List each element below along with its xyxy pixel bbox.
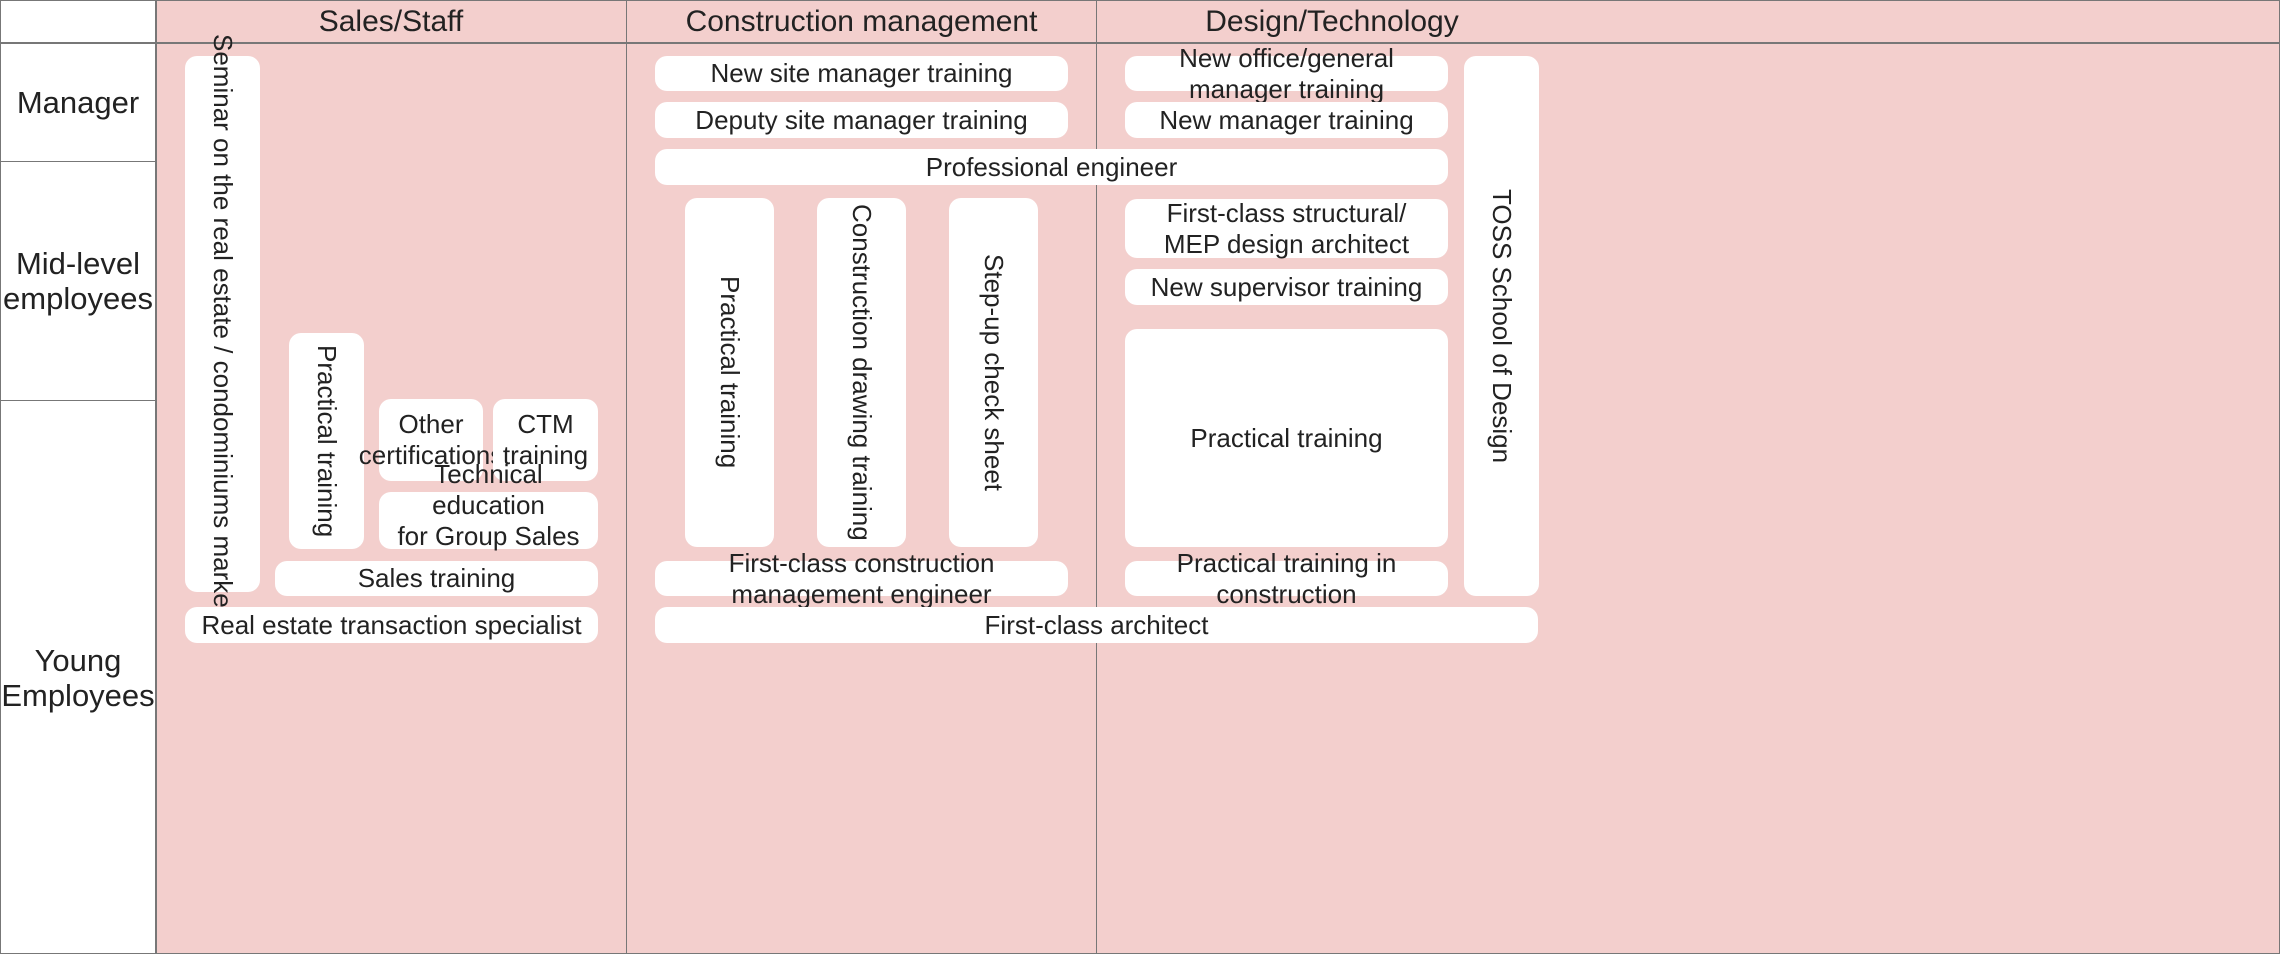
border-top bbox=[0, 0, 2280, 1]
first-class-architect-label: First-class architect bbox=[984, 609, 1209, 640]
row-header-young: Young Employees bbox=[0, 401, 156, 954]
real-estate-specialist-label: Real estate transaction specialist bbox=[201, 609, 582, 640]
row-divider-2 bbox=[0, 400, 156, 401]
seminar-label: Seminar on the real estate / condominium… bbox=[208, 33, 238, 615]
new-supervisor-box: New supervisor training bbox=[1125, 269, 1448, 305]
new-manager-label: New manager training bbox=[1159, 104, 1414, 135]
row-divider-1 bbox=[0, 161, 156, 162]
drawing-training-box: Construction drawing training bbox=[817, 198, 906, 547]
structural-mep-label: First-class structural/ MEP design archi… bbox=[1163, 197, 1410, 259]
column-divider-2 bbox=[1096, 0, 1097, 954]
other-certifications-box: Other certifications bbox=[359, 399, 503, 481]
professional-engineer-label: Professional engineer bbox=[925, 151, 1178, 182]
construction-practical-label: Practical training bbox=[715, 276, 745, 469]
new-site-manager-label: New site manager training bbox=[710, 58, 1013, 88]
new-manager-box: New manager training bbox=[1125, 102, 1448, 138]
new-office-manager-label: New office/general manager training bbox=[1179, 42, 1394, 104]
other-certifications-label: Other certifications bbox=[358, 409, 504, 470]
sales-practical-label: Practical training bbox=[312, 344, 342, 538]
column-divider-1 bbox=[626, 0, 627, 954]
toss-school-box: TOSS School of Design bbox=[1464, 56, 1539, 596]
practical-construction-box: Practical training in construction bbox=[1125, 548, 1448, 609]
structural-mep-box: First-class structural/ MEP design archi… bbox=[1125, 197, 1448, 259]
ctm-training-label: CTM training bbox=[502, 409, 589, 470]
technical-education-box: Technical education for Group Sales rep. bbox=[379, 459, 598, 582]
column-header-construction: Construction management bbox=[685, 4, 1038, 38]
new-site-manager-box: New site manager training bbox=[655, 56, 1068, 91]
practical-construction-label: Practical training in construction bbox=[1176, 547, 1397, 609]
sales-practical-box: Practical training bbox=[289, 333, 364, 549]
column-divider-label bbox=[155, 0, 157, 954]
toss-school-label: TOSS School of Design bbox=[1487, 188, 1517, 464]
design-practical-box: Practical training bbox=[1125, 329, 1448, 547]
construction-practical-box: Practical training bbox=[685, 198, 774, 547]
step-up-check-sheet-box: Step-up check sheet bbox=[949, 198, 1038, 547]
column-header-design: Design/Technology bbox=[1205, 4, 1459, 38]
first-class-cm-engineer-label: First-class construction management engi… bbox=[728, 547, 995, 609]
row-header-manager: Manager bbox=[0, 43, 156, 161]
row-header-mid-label: Mid-level employees bbox=[3, 246, 153, 316]
border-left bbox=[0, 0, 1, 954]
drawing-training-label: Construction drawing training bbox=[847, 204, 877, 541]
step-up-check-sheet-label: Step-up check sheet bbox=[979, 253, 1009, 492]
sales-training-label: Sales training bbox=[357, 563, 516, 593]
seminar-box: Seminar on the real estate / condominium… bbox=[185, 34, 260, 614]
design-practical-label: Practical training bbox=[1190, 422, 1383, 453]
new-office-manager-box: New office/general manager training bbox=[1125, 43, 1448, 104]
first-class-architect-box: First-class architect bbox=[655, 607, 1538, 643]
column-header-sales: Sales/Staff bbox=[318, 4, 464, 38]
row-header-manager-label: Manager bbox=[16, 84, 140, 120]
row-header-young-label: Young Employees bbox=[1, 642, 155, 713]
real-estate-specialist-box: Real estate transaction specialist bbox=[185, 607, 598, 643]
professional-engineer-box: Professional engineer bbox=[655, 149, 1448, 185]
deputy-site-manager-box: Deputy site manager training bbox=[655, 102, 1068, 138]
first-class-cm-engineer-box: First-class construction management engi… bbox=[655, 548, 1068, 609]
row-header-mid: Mid-level employees bbox=[0, 161, 156, 401]
ctm-training-box: CTM training bbox=[493, 399, 598, 481]
sales-training-box: Sales training bbox=[275, 561, 598, 596]
header-divider bbox=[0, 42, 2280, 44]
new-supervisor-label: New supervisor training bbox=[1150, 271, 1423, 302]
deputy-site-manager-label: Deputy site manager training bbox=[695, 104, 1028, 135]
